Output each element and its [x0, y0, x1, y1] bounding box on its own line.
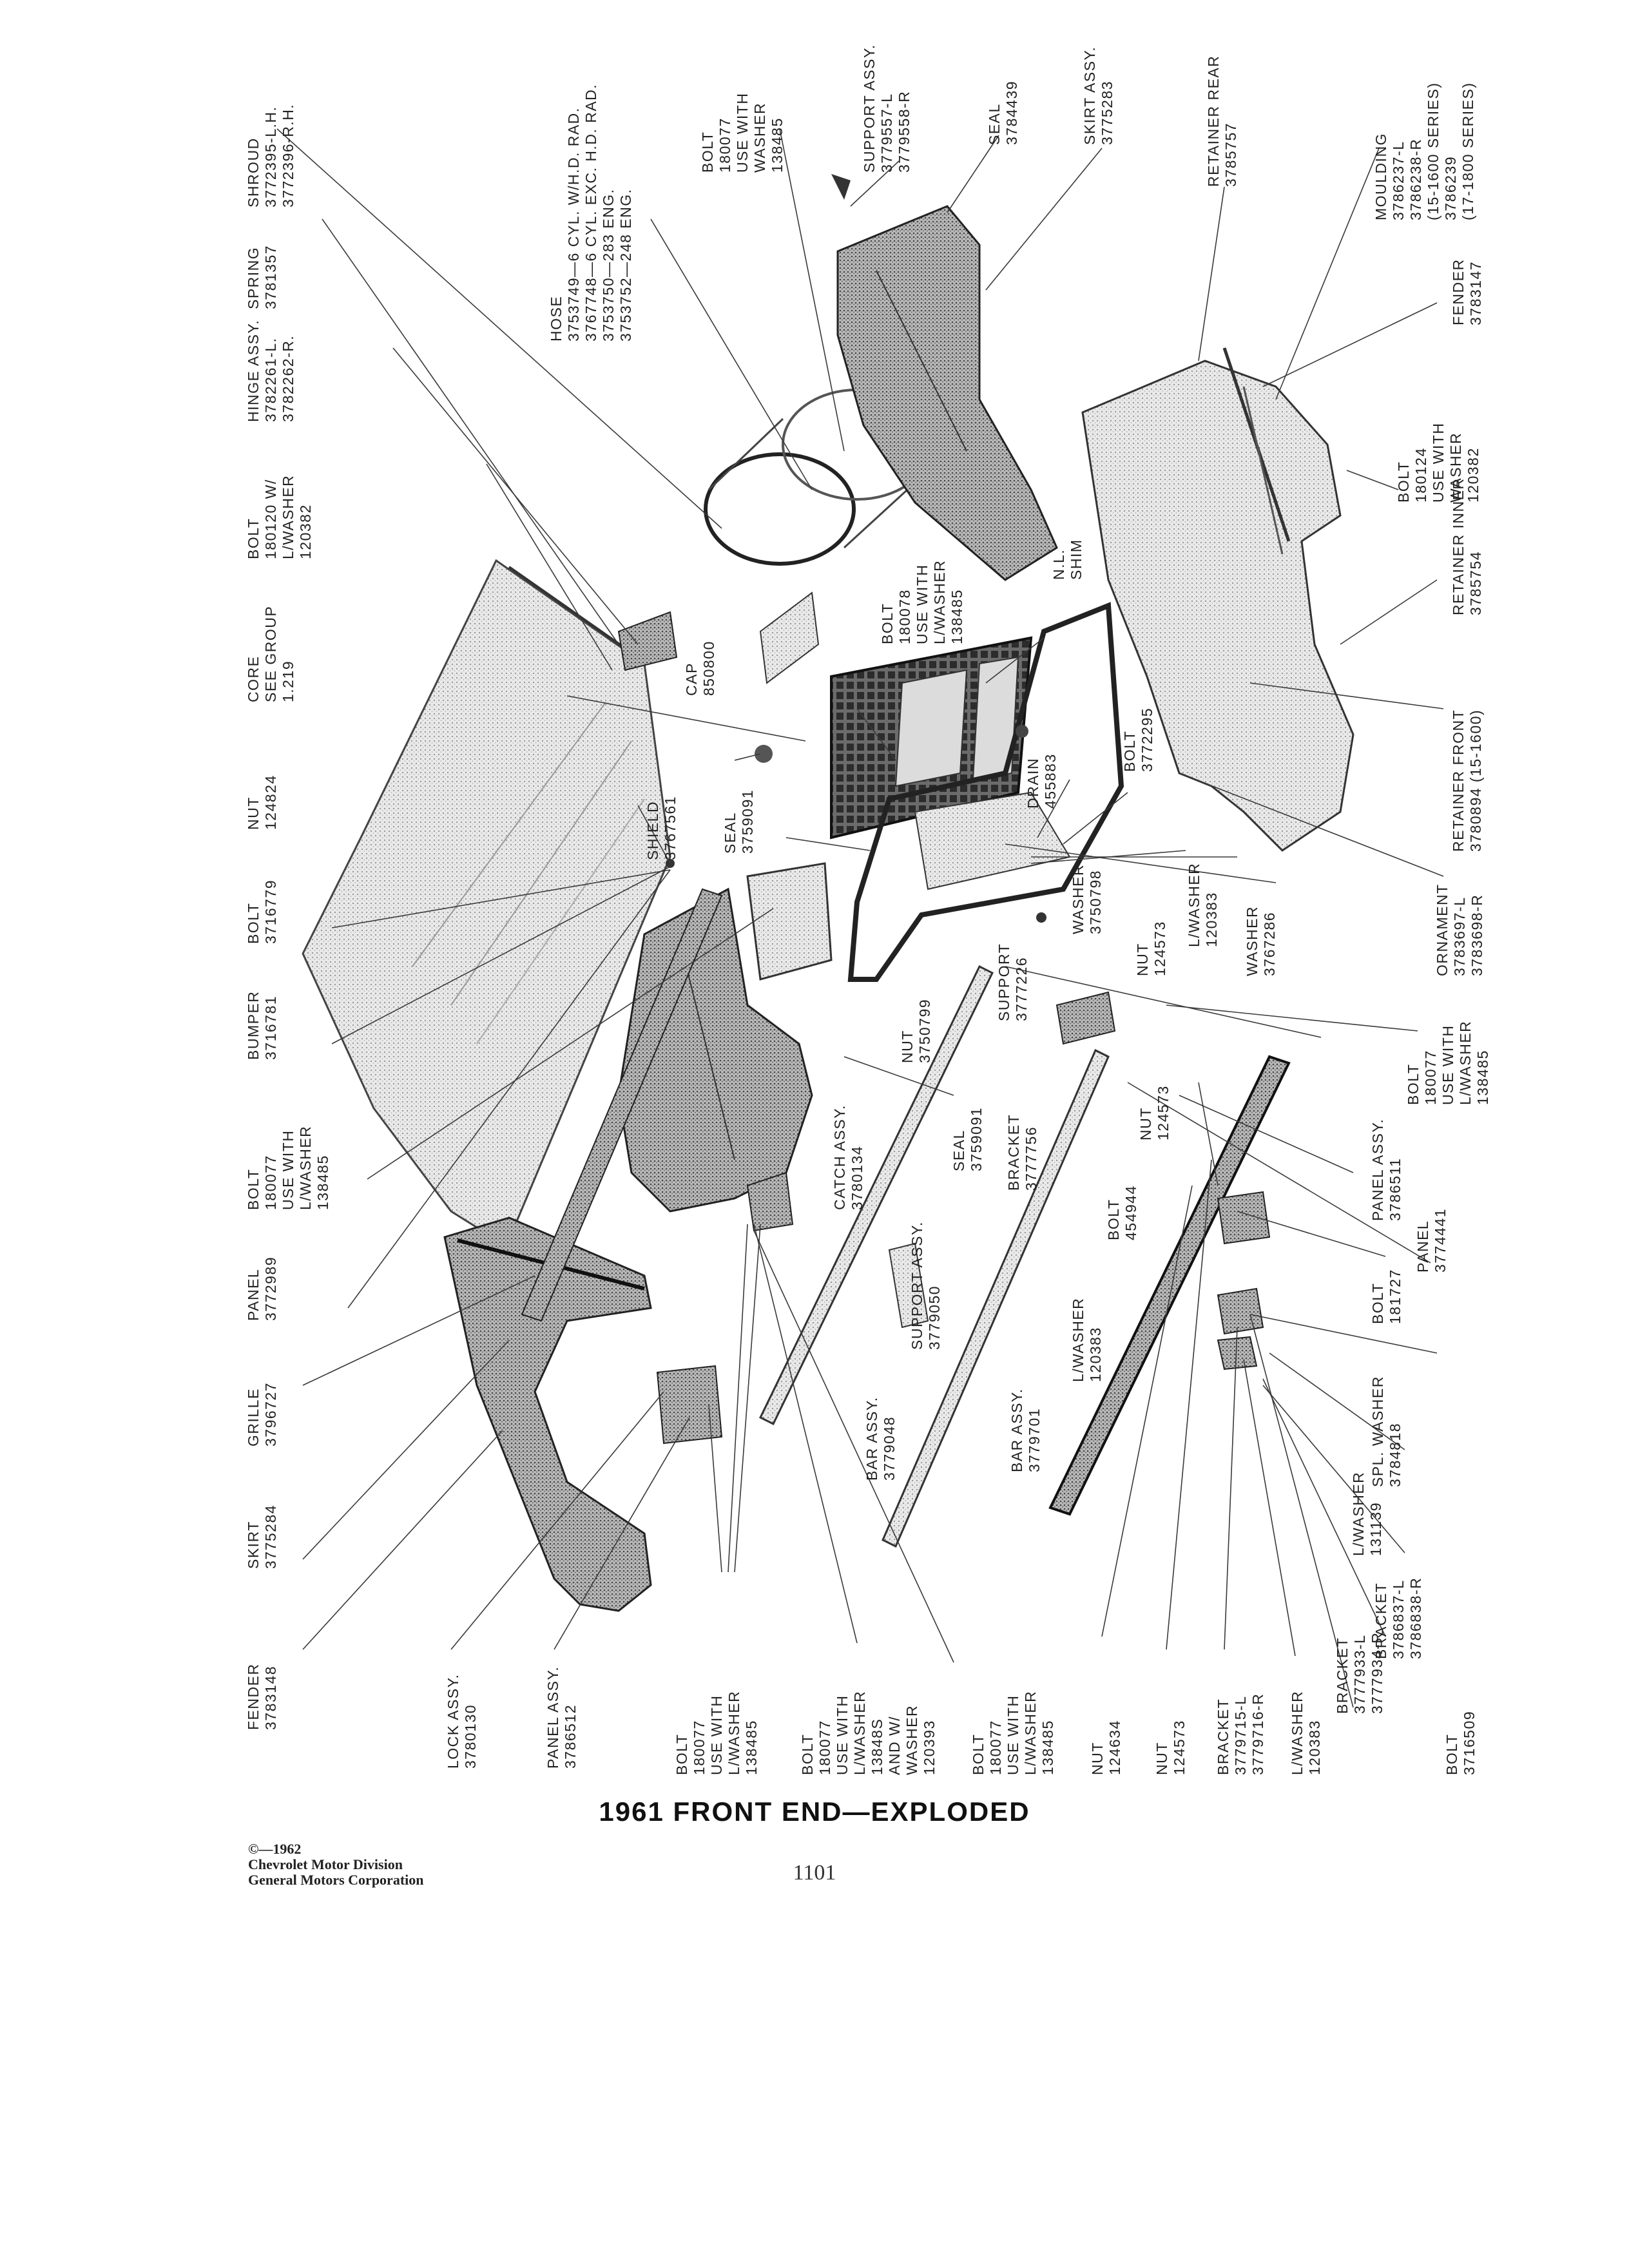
label-bolt-180077-b: BOLT 180077 USE WITH WASHER 138485	[699, 92, 786, 173]
label-support-assy-3779050: SUPPORT ASSY. 3779050	[909, 1221, 943, 1350]
label-skirt-assy: SKIRT ASSY. 3775283	[1081, 46, 1115, 145]
label-panel-assy-3786512: PANEL ASSY. 3786512	[545, 1666, 579, 1769]
label-core: CORE SEE GROUP 1.219	[245, 605, 296, 702]
radiator-support	[746, 862, 833, 981]
label-seal-3759091-b: SEAL 3759091	[950, 1106, 985, 1171]
label-catch-assy: CATCH ASSY. 3780134	[831, 1104, 865, 1210]
label-spl-washer: SPL. WASHER 3784818	[1369, 1376, 1403, 1487]
label-ornament: ORNAMENT 3783697-L 3783698-R	[1434, 883, 1485, 976]
label-hinge-assy: HINGE ASSY. 3782261-L. 3782262-R.	[245, 319, 296, 422]
label-skirt-3775284: SKIRT 3775284	[245, 1504, 279, 1569]
label-bolt-3716779: BOLT 3716779	[245, 879, 279, 944]
label-bolt-454944: BOLT 454944	[1105, 1185, 1139, 1240]
label-drain: DRAIN 455883	[1025, 753, 1059, 809]
page-number: 1101	[793, 1861, 836, 1885]
label-nut-3750799: NUT 3750799	[899, 998, 933, 1063]
right-skirt	[831, 174, 1058, 581]
label-support-assy: SUPPORT ASSY. 3779557-L 3779558-R	[861, 44, 912, 173]
label-bracket-3777756: BRACKET 3777756	[1005, 1113, 1039, 1191]
label-panel-3772989: PANEL 3772989	[245, 1256, 279, 1321]
label-panel-assy-3786511: PANEL ASSY. 3786511	[1369, 1118, 1403, 1221]
label-grille: GRILLE 3796727	[245, 1381, 279, 1446]
label-nl-shim: N.L. SHIM	[1050, 539, 1084, 581]
label-spring: SPRING 3781357	[245, 244, 279, 309]
label-retainer-inner: RETAINER INNER 3785754	[1450, 477, 1484, 615]
label-seal-3759091-a: SEAL 3759091	[722, 789, 756, 854]
label-washer-3750798: WASHER 3750798	[1070, 863, 1104, 934]
label-lwasher-120383-b: L/WASHER 120383	[1070, 1297, 1104, 1382]
label-shield: SHIELD 3767561	[644, 795, 679, 860]
label-washer-3767286: WASHER 3767286	[1244, 905, 1278, 976]
label-retainer-front: RETAINER FRONT 3780894 (15-1600)	[1450, 709, 1484, 852]
label-bracket-3777933: BRACKET 3777933-L 3777934-R	[1334, 1631, 1385, 1714]
label-bolt-180077-e: BOLT 180077 USE WITH L/WASHER 13848S AND…	[799, 1690, 938, 1775]
label-cap: CAP 850800	[683, 640, 717, 696]
label-bolt-181727: BOLT 181727	[1369, 1269, 1403, 1324]
label-nut-124573-c: NUT 124573	[1153, 1720, 1188, 1775]
label-bolt-180077-d: BOLT 180077 USE WITH L/WASHER 138485	[673, 1690, 760, 1775]
leader-lines	[276, 128, 1444, 1708]
label-bracket-3779715: BRACKET 3779715-L 3779716-R	[1215, 1693, 1266, 1775]
label-moulding: MOULDING 3786237-L 3786238-R (15-1600 SE…	[1373, 82, 1476, 220]
label-fender-3783148: FENDER 3783148	[245, 1663, 279, 1730]
label-bolt-3772295: BOLT 3772295	[1121, 707, 1155, 772]
label-bolt-180120: BOLT 180120 W/ L/WASHER 120382	[245, 474, 314, 559]
label-lwasher-131139: L/WASHER 131139	[1350, 1471, 1384, 1556]
label-support-3777226: SUPPORT 3777226	[996, 943, 1030, 1021]
label-bolt-3716509: BOLT 3716509	[1443, 1710, 1478, 1775]
lower-bars	[759, 965, 1291, 1548]
label-nut-124824: NUT 124824	[245, 774, 279, 830]
label-lwasher-120383-c: L/WASHER 120383	[1289, 1690, 1323, 1775]
label-nut-124573-b: NUT 124573	[1137, 1085, 1171, 1140]
label-bolt-180078: BOLT 180078 USE WITH L/WASHER 138485	[879, 559, 965, 644]
label-bumper: BUMPER 3716781	[245, 990, 279, 1060]
copyright-notice: ©—1962 Chevrolet Motor Division General …	[248, 1841, 424, 1888]
label-shroud: SHROUD 3772395-L.H. 3772396-R.H.	[245, 103, 296, 207]
label-lwasher-120383-a: L/WASHER 120383	[1186, 862, 1220, 947]
label-panel-3774441: PANEL 3774441	[1414, 1207, 1449, 1273]
hardware	[617, 611, 1271, 1445]
support-frame	[847, 602, 1124, 982]
radiator-core	[830, 636, 1033, 840]
label-bar-assy-3779701: BAR ASSY. 3779701	[1008, 1388, 1043, 1472]
label-seal-3784439: SEAL 3784439	[986, 80, 1020, 145]
label-retainer-rear: RETAINER REAR 3785757	[1205, 55, 1239, 187]
label-bar-assy-3779048: BAR ASSY. 3779048	[863, 1396, 898, 1481]
label-fender-3783147: FENDER 3783147	[1450, 258, 1484, 325]
label-bolt-180077-f: BOLT 180077 USE WITH L/WASHER 138485	[970, 1690, 1056, 1775]
page-title: 1961 FRONT END—EXPLODED	[599, 1796, 1030, 1827]
label-bolt-180077-c: BOLT 180077 USE WITH L/WASHER 138485	[1405, 1020, 1491, 1105]
label-lock-assy: LOCK ASSY. 3780130	[445, 1673, 479, 1769]
label-hose: HOSE 3753749—6 CYL. W/H.D. RAD. 3767748—…	[548, 83, 634, 341]
right-fender	[1081, 347, 1354, 852]
label-nut-124634: NUT 124634	[1089, 1720, 1123, 1775]
grille-strip	[521, 888, 723, 1322]
label-bolt-180077-a: BOLT 180077 USE WITH L/WASHER 138485	[245, 1125, 331, 1210]
label-nut-124573-a: NUT 124573	[1134, 921, 1168, 976]
